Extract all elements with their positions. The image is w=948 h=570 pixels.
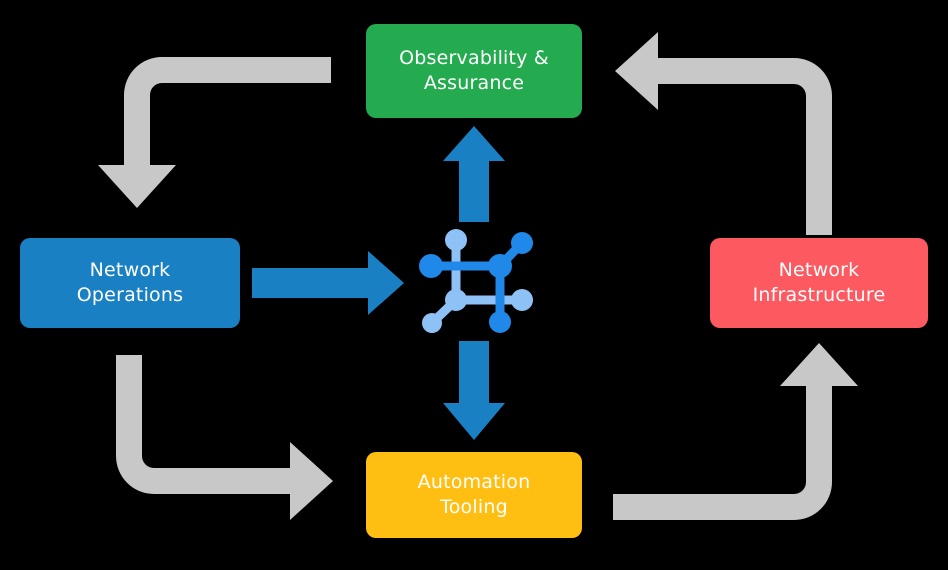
- node-label-network-infrastructure: Network Infrastructure: [752, 258, 886, 306]
- connector-automation-tooling-to-network-infrastructure: [613, 343, 858, 520]
- node-network-operations[interactable]: Network Operations: [20, 238, 240, 328]
- connector-observability-to-network-operations: [98, 57, 331, 208]
- node-label-automation-tooling: Automation Tooling: [417, 470, 531, 518]
- node-observability-and-assurance[interactable]: Observability & Assurance: [366, 24, 582, 118]
- connector-network-operations-to-automation-tooling: [116, 355, 333, 520]
- connector-network-infrastructure-to-observability: [615, 32, 832, 235]
- connector-center-to-observability: [443, 126, 505, 222]
- node-network-infrastructure[interactable]: Network Infrastructure: [710, 238, 928, 328]
- node-label-network-operations: Network Operations: [76, 258, 184, 306]
- connector-network-operations-to-center: [252, 251, 404, 315]
- connector-center-to-automation-tooling: [443, 341, 505, 440]
- node-label-observability: Observability & Assurance: [399, 46, 549, 94]
- network-topology-icon: [419, 229, 533, 333]
- node-automation-tooling[interactable]: Automation Tooling: [366, 452, 582, 538]
